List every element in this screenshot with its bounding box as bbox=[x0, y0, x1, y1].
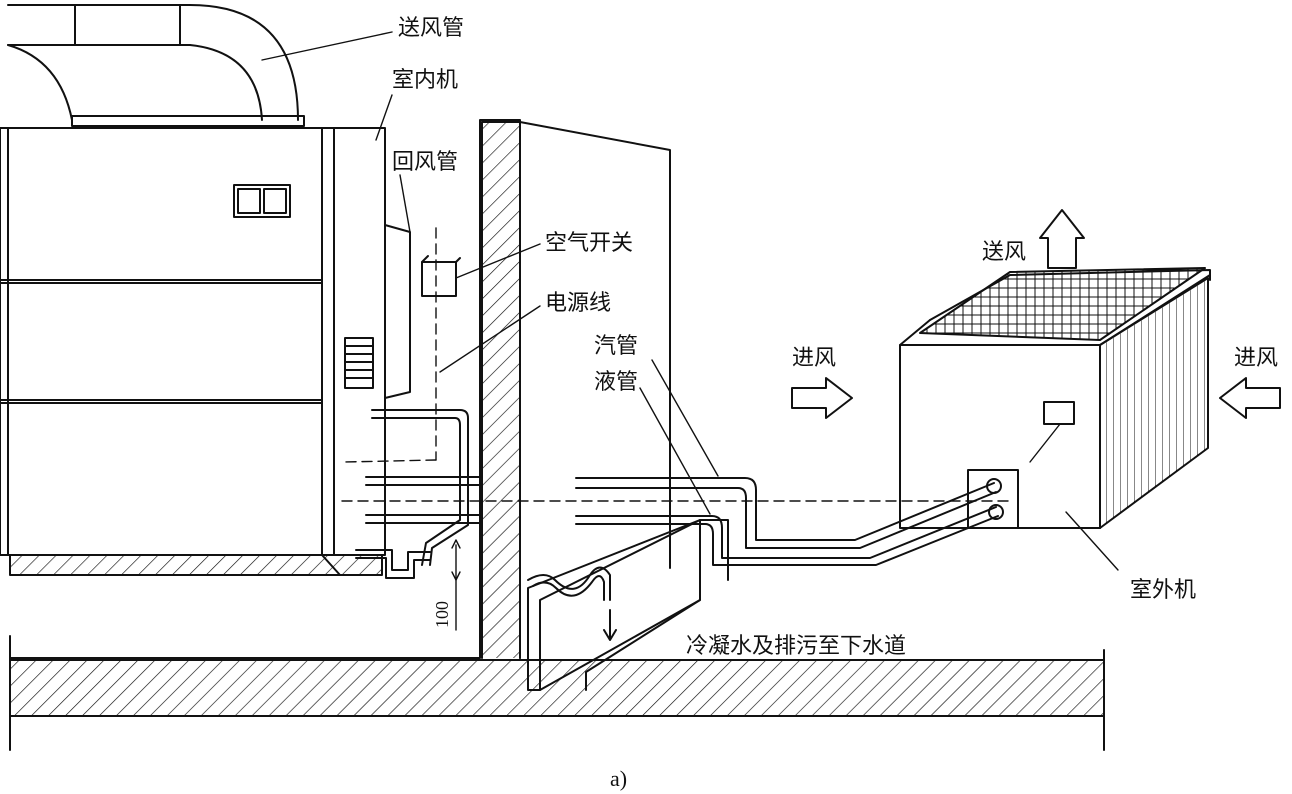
reference-lines bbox=[341, 227, 1011, 502]
air-switch bbox=[421, 255, 461, 297]
label-air-switch: 空气开关 bbox=[545, 231, 634, 256]
indoor-piping bbox=[355, 409, 481, 579]
floor-slab bbox=[9, 119, 1105, 751]
label-supply-air: 送风 bbox=[982, 240, 1027, 265]
figure-caption: a) bbox=[610, 766, 628, 791]
label-return-duct: 回风管 bbox=[392, 150, 459, 175]
supply-duct bbox=[7, 4, 305, 127]
indoor-louvre bbox=[344, 337, 374, 389]
label-liquid-pipe: 液管 bbox=[594, 370, 639, 395]
label-gas-pipe: 汽管 bbox=[594, 334, 639, 359]
label-drain: 冷凝水及排污至下水道 bbox=[686, 634, 907, 659]
label-inlet-left: 进风 bbox=[792, 346, 837, 371]
label-power-line: 电源线 bbox=[545, 291, 612, 316]
label-inlet-right: 进风 bbox=[1234, 346, 1279, 371]
label-indoor-unit: 室内机 bbox=[392, 68, 459, 93]
dimension-100 bbox=[451, 539, 461, 631]
drain-channel bbox=[527, 519, 729, 691]
inlet-right-arrow bbox=[1219, 377, 1281, 419]
outdoor-piping bbox=[575, 477, 999, 566]
dimension-label: 100 bbox=[432, 601, 452, 628]
supply-air-arrow bbox=[1039, 209, 1085, 269]
arrows bbox=[603, 209, 1281, 641]
leader-lines bbox=[261, 31, 1119, 571]
outdoor-unit bbox=[899, 267, 1211, 529]
label-outdoor-unit: 室外机 bbox=[1130, 578, 1197, 603]
inlet-left-arrow bbox=[791, 377, 853, 419]
building-wall bbox=[481, 121, 671, 659]
label-supply-duct: 送风管 bbox=[398, 16, 465, 41]
indoor-unit bbox=[0, 127, 411, 576]
